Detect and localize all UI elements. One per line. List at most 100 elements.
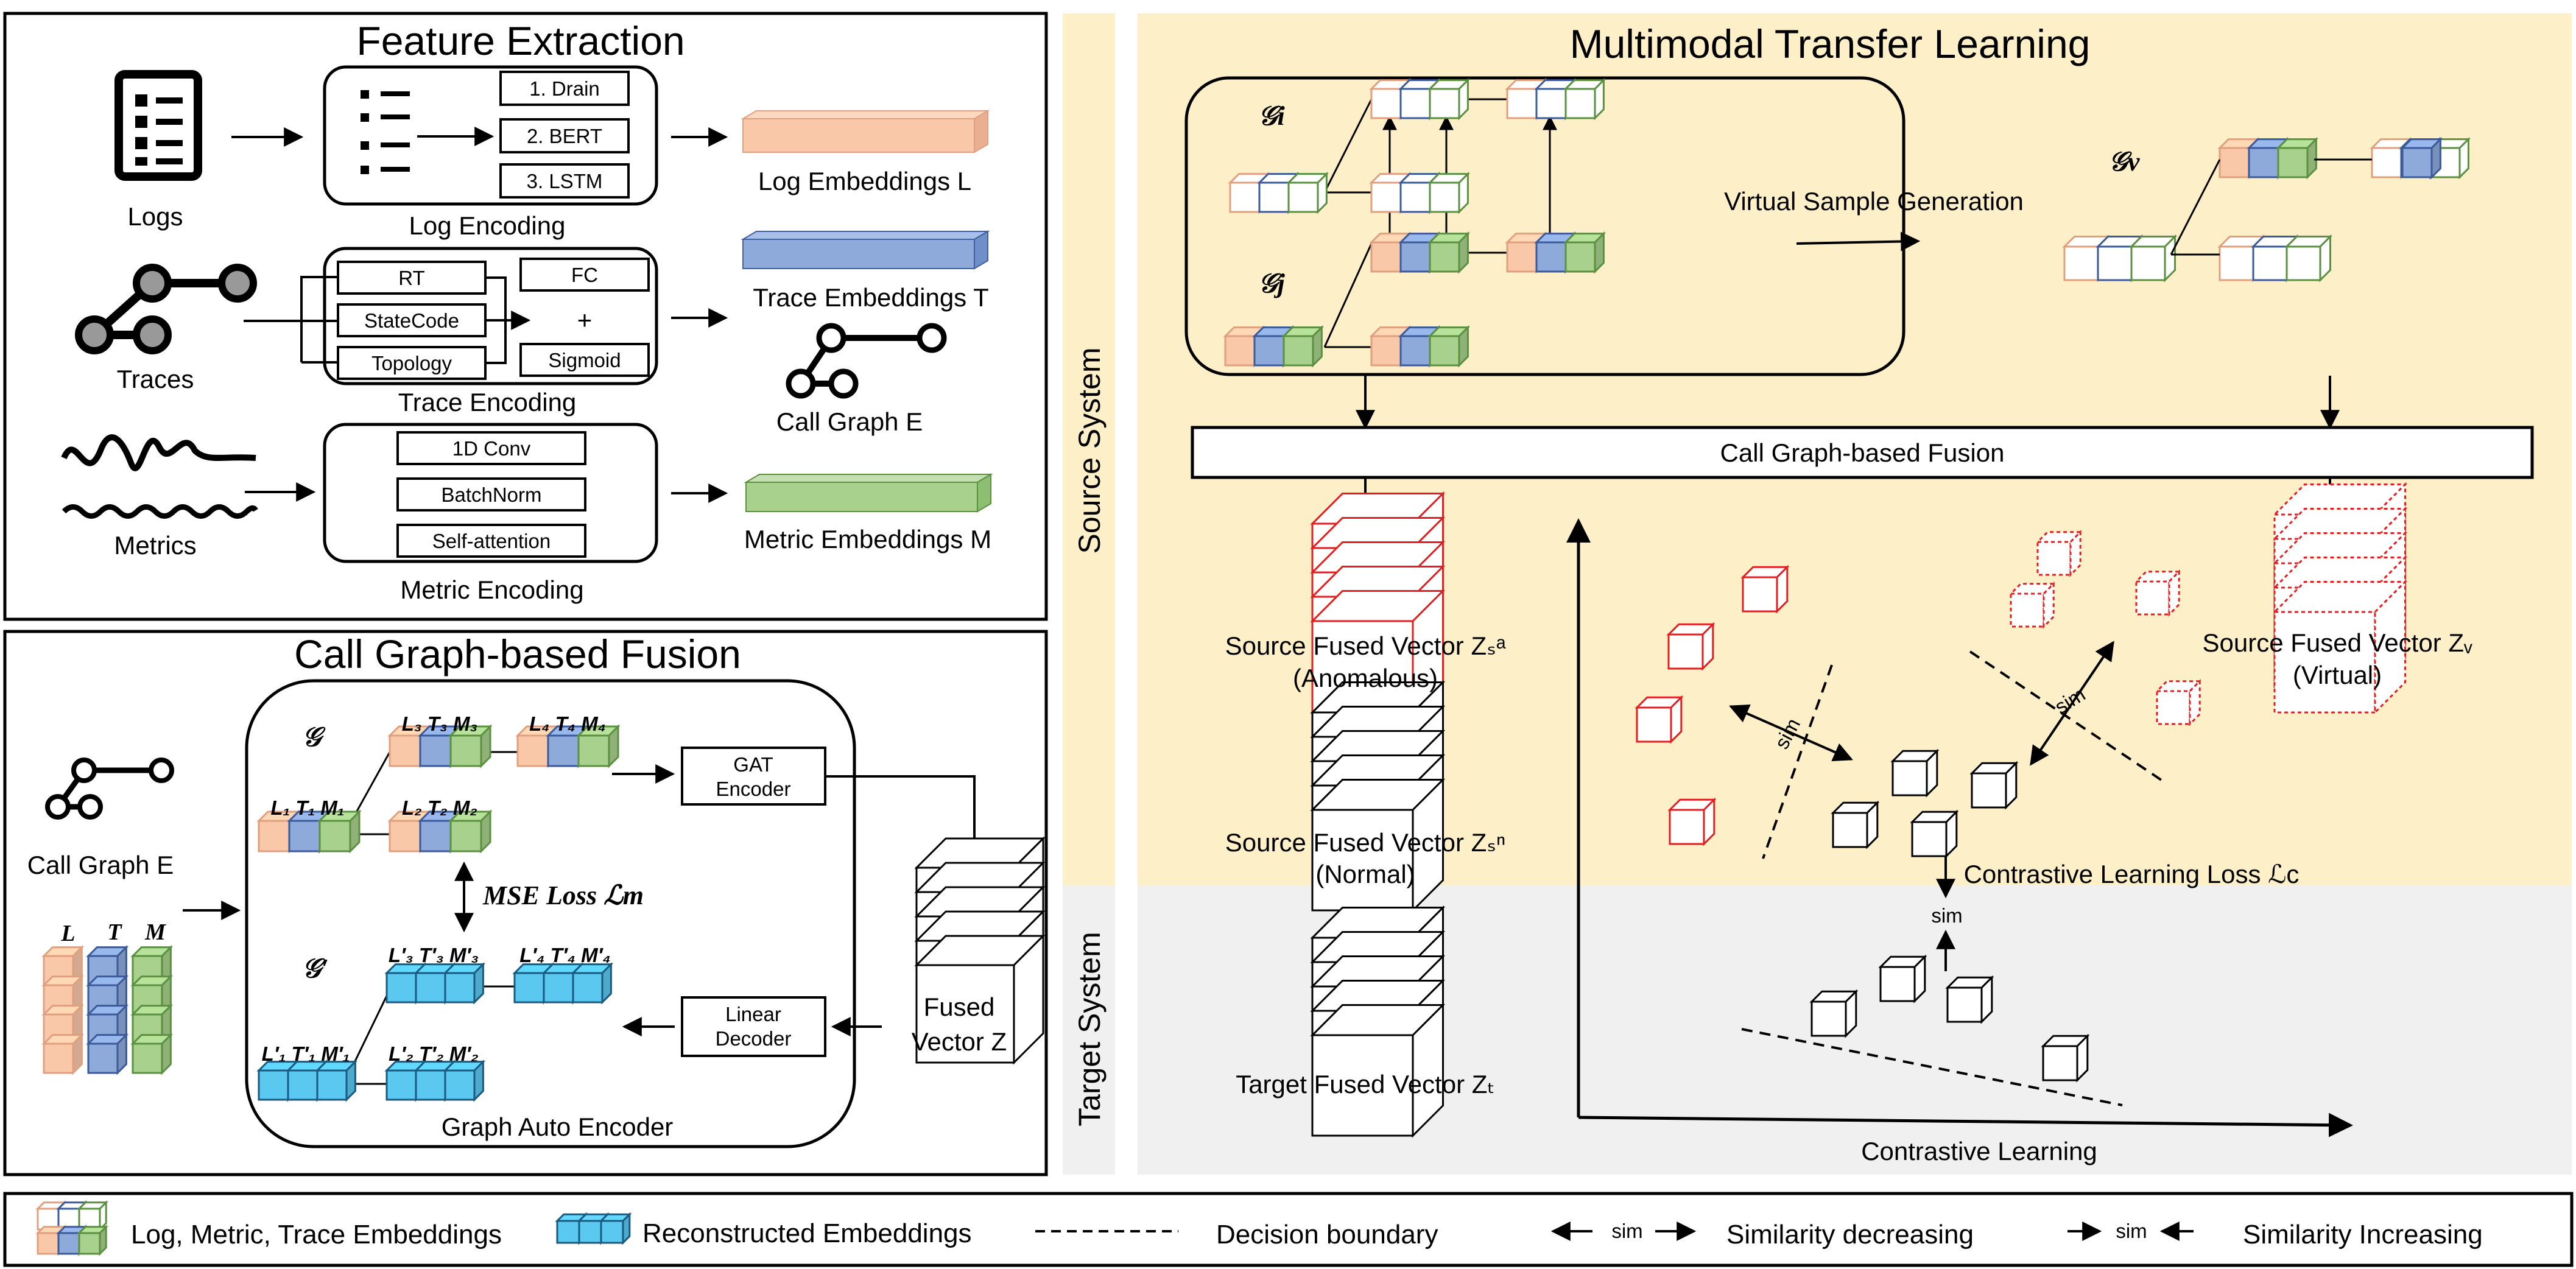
metric-method-batchnorm: [396, 477, 586, 511]
anomalous-cube: [1635, 695, 1684, 744]
sim-decreasing-arrow: [1729, 704, 1853, 762]
svg-text:Topology: Topology: [371, 352, 452, 374]
anomalous-cube: [1667, 797, 1717, 846]
log-list-icon: [361, 90, 410, 174]
node-l1p-label: L′₁ T′₁ M′₁: [262, 1042, 350, 1065]
log-method-bert: [499, 118, 630, 153]
normal-cube: [1890, 748, 1940, 798]
fusion-title: Call Graph-based Fusion: [294, 631, 741, 677]
recon-cube: [443, 1059, 486, 1102]
fused-vector-line2: Vector Z: [912, 1027, 1007, 1056]
fused-vector-stack: [914, 836, 1046, 1065]
metrics-icon: [61, 434, 258, 519]
trace-encoding-box: [323, 247, 658, 385]
metric-method-attention: [396, 524, 586, 558]
graph-g-nodes: [256, 724, 621, 854]
metric-encoding-label: Metric Encoding: [400, 575, 583, 604]
node-l3-label: L₃ T₃ M₃: [402, 712, 478, 735]
legend-panel: [3, 1192, 2574, 1267]
svg-text:1. Drain: 1. Drain: [529, 77, 600, 100]
gi-node-a: [1369, 77, 1471, 121]
graph-g-prime-label: 𝒢′: [302, 954, 329, 983]
zsa-line1: Source Fused Vector Zₛᵃ: [1225, 631, 1506, 660]
legend-icons: [35, 1200, 632, 1256]
metric-cube: [1427, 171, 1471, 214]
svg-text:BatchNorm: BatchNorm: [441, 483, 541, 506]
gv-edges: [2170, 158, 2372, 256]
gi-node-c: [1228, 171, 1329, 214]
log-encoding-box: [323, 65, 658, 206]
call-graph-icon: [786, 323, 947, 399]
metric-cube: [77, 1225, 108, 1256]
legend-sim-dec: Similarity decreasing: [1726, 1220, 1974, 1250]
graph-g-label: 𝒢: [302, 722, 326, 752]
node-l4p-label: L′₄ T′₄ M′₄: [519, 944, 611, 966]
call-graph-label: Call Graph E: [776, 407, 923, 436]
zsn-line2: (Normal): [1315, 860, 1415, 888]
metric-cube: [576, 724, 621, 768]
metric-cube: [1286, 171, 1329, 214]
legend-recon-icon: [555, 1212, 632, 1245]
log-encoding-label: Log Encoding: [409, 211, 566, 240]
zt-label: Target Fused Vector Zₜ: [1236, 1070, 1495, 1099]
node-l4-label: L₄ T₄ M₄: [529, 712, 606, 735]
svg-text:Self-attention: Self-attention: [432, 530, 551, 552]
zsn-line1: Source Fused Vector Zₛⁿ: [1225, 828, 1506, 857]
gj-node-d: [1369, 325, 1471, 368]
trace-embeddings-bar: [741, 230, 990, 270]
metrics-label: Metrics: [114, 531, 196, 560]
trace-sigmoid-box: [519, 343, 650, 377]
cl-label: Contrastive Learning: [1861, 1137, 2097, 1165]
log-cube: [1369, 325, 1412, 368]
metric-cube: [448, 809, 493, 854]
trace-feature-topology: [337, 346, 487, 380]
node-l3p-label: L′₃ T′₃ M′₃: [389, 944, 479, 966]
fused-vector-line1: Fused: [924, 993, 995, 1021]
gi-gj-edges: [1323, 98, 1507, 348]
recon-cube: [571, 961, 614, 1005]
virtual-cube: [2035, 530, 2083, 577]
svg-text:3. LSTM: 3. LSTM: [527, 170, 603, 192]
virtual-cube: [2008, 582, 2056, 629]
gv-node-a: [2217, 136, 2319, 180]
legend-sim-2: sim: [2116, 1220, 2147, 1242]
log-cube: [1369, 231, 1412, 274]
metric-cube: [2284, 234, 2333, 283]
gv-label: 𝒢v: [2109, 147, 2140, 177]
metric-embeddings-bar: [744, 473, 993, 513]
target-system-label: Target System: [1072, 932, 1107, 1127]
gi-node-b: [1505, 77, 1606, 121]
virtual-layer: [2272, 579, 2408, 715]
svg-text:RT: RT: [398, 267, 424, 289]
fused-layer: [914, 933, 1046, 1065]
recon-cube: [443, 961, 486, 1005]
logs-label: Logs: [127, 202, 183, 231]
mtl-title: Multimodal Transfer Learning: [1570, 21, 2091, 66]
svg-text:Decoder: Decoder: [716, 1027, 792, 1050]
fusion-call-graph-label: Call Graph E: [27, 851, 174, 879]
node-l4: [515, 724, 621, 768]
trace-stack-cube: [86, 1032, 129, 1075]
virtual-sample-box: [1184, 76, 1906, 376]
metric-cube: [317, 809, 362, 854]
fused-vector-stacks: [1310, 482, 2408, 1138]
legend-boundary: Decision boundary: [1216, 1220, 1438, 1250]
node-l1-label: L₁ T₁ M₁: [271, 796, 345, 819]
svg-text:1D Conv: 1D Conv: [452, 437, 531, 460]
feature-extraction-title: Feature Extraction: [356, 18, 684, 63]
legend-lmt-icon: [35, 1200, 108, 1256]
sim-label-3: sim: [1931, 904, 1962, 927]
node-l2-label: L₂ T₂ M₂: [402, 796, 477, 819]
trace-plus: +: [577, 306, 593, 334]
svg-text:2. BERT: 2. BERT: [527, 125, 602, 147]
target-layer: [1310, 1002, 1446, 1138]
svg-text:Linear: Linear: [725, 1003, 781, 1025]
vsg-nodes: [1223, 77, 2471, 368]
metric-embeddings-label: Metric Embeddings M: [744, 525, 991, 554]
target-cube: [1878, 954, 1927, 1004]
sim-increasing-arrow: [2030, 641, 2114, 766]
fusion-call-graph-icon: [45, 758, 174, 820]
svg-text:FC: FC: [571, 264, 598, 286]
metric-stack-cube: [130, 1032, 174, 1075]
metric-cube: [1563, 231, 1606, 274]
